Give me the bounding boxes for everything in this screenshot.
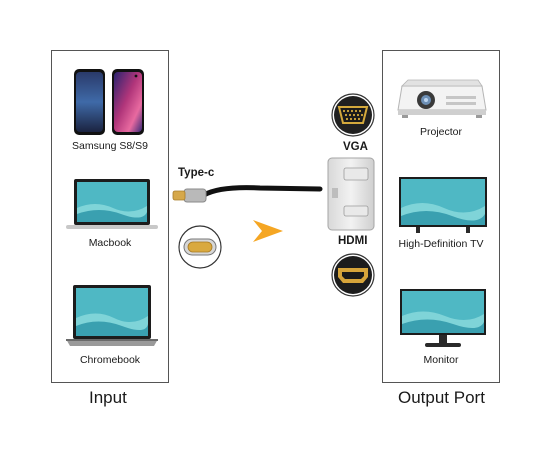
- device-label-chromebook: Chromebook: [79, 354, 141, 366]
- type-c-label: Type-c: [178, 167, 215, 179]
- hdmi-label: HDMI: [338, 235, 368, 247]
- input-title: Input: [89, 388, 127, 407]
- monitor-icon: [399, 288, 487, 348]
- device-label-hd-tv: High-Definition TV: [398, 238, 484, 250]
- direction-arrow-icon: [251, 218, 285, 244]
- vga-port-icon: [330, 92, 376, 138]
- usb-c-port-icon: [177, 224, 223, 270]
- smartphones-icon: [72, 68, 148, 136]
- output-port-title: Output Port: [398, 388, 485, 407]
- adapter-hub-icon: [326, 156, 376, 232]
- macbook-laptop-icon: [65, 178, 159, 230]
- device-label-macbook: Macbook: [88, 237, 132, 249]
- tv-icon: [398, 176, 488, 234]
- projector-icon: [396, 76, 488, 120]
- chromebook-laptop-icon: [64, 284, 160, 348]
- usb-c-cable-icon: [170, 176, 338, 216]
- device-label-monitor: Monitor: [423, 354, 459, 366]
- hdmi-port-icon: [330, 252, 376, 298]
- vga-label: VGA: [343, 141, 368, 153]
- device-label-samsung: Samsung S8/S9: [72, 140, 148, 152]
- device-label-projector: Projector: [419, 126, 462, 138]
